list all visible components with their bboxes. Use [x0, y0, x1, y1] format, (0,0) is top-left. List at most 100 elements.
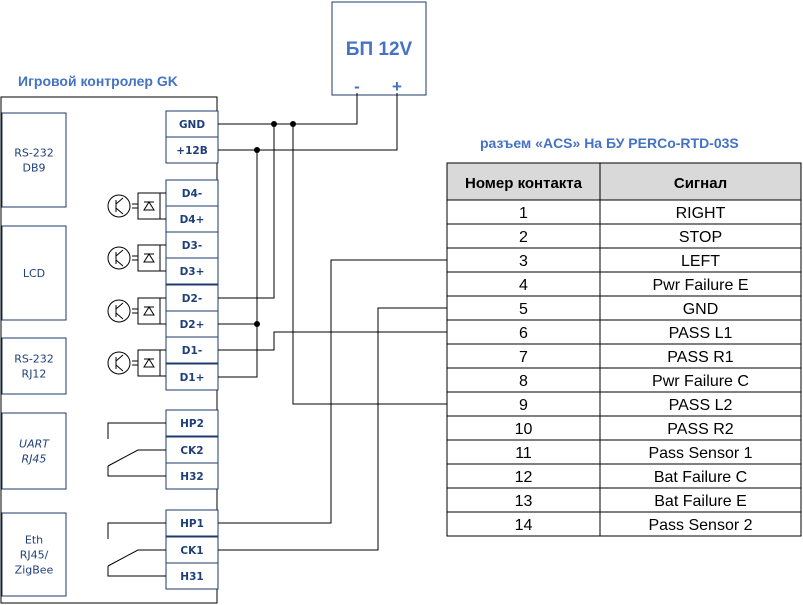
module-eth-box — [1, 512, 67, 597]
table-cell-signal-bg — [599, 271, 802, 297]
table-cell-number: 11 — [515, 445, 532, 462]
terminal-1-label: +12B — [176, 145, 207, 157]
table-cell-signal: Bat Failure C — [654, 469, 747, 486]
table-row: 7 PASS R1 — [446, 343, 802, 369]
relay-switch-icon — [107, 549, 166, 567]
junction-dot — [290, 121, 296, 127]
table-cell-signal-bg — [599, 463, 802, 489]
table-cell-number-bg — [446, 463, 601, 489]
terminal-12-label: H32 — [180, 471, 203, 483]
power-supply-block: БП 12V - + — [331, 1, 427, 96]
table-cell-signal-bg — [599, 391, 802, 417]
table-row: 6 PASS L1 — [446, 319, 802, 345]
wire-gnd-psu — [218, 93, 358, 125]
module-lcd-box — [1, 225, 67, 321]
terminal-5-label: D3+ — [180, 266, 205, 278]
table-cell-signal-bg — [599, 199, 802, 225]
table-cell-signal-bg — [599, 319, 802, 345]
transistor-collector — [115, 302, 124, 310]
diode-icon — [143, 358, 155, 368]
wires — [218, 93, 447, 551]
phototransistor-icon — [107, 351, 131, 375]
relay-switch-icon — [107, 449, 166, 467]
controller-components — [107, 192, 166, 577]
wire-gnd-passl2 — [292, 124, 447, 405]
table-cell-number: 6 — [519, 325, 528, 342]
table-cell-signal: PASS L1 — [669, 325, 733, 342]
phototransistor-icon — [107, 194, 131, 218]
wire-ck1-gnd — [218, 307, 447, 551]
table-cell-number-bg — [446, 271, 601, 297]
table-cell-number: 8 — [519, 373, 528, 390]
table-cell-number: 2 — [519, 229, 528, 246]
table-cell-number-bg — [446, 343, 601, 369]
phototransistor-icon — [107, 246, 131, 270]
terminal-4-box — [165, 231, 219, 259]
relay-contact-1 — [107, 522, 166, 577]
table-cell-signal: Pwr Failure E — [652, 277, 748, 294]
table-cell-signal-bg — [599, 487, 802, 513]
controller-title: Игровой контролер GK — [18, 73, 178, 89]
diode-icon — [143, 306, 155, 316]
table-cell-number-bg — [446, 295, 601, 321]
module-uart-label-1: RJ45 — [22, 453, 47, 466]
controller-modules: RS-232DB9LCDRS-232RJ12UARTRJ45EthRJ45/Zi… — [1, 112, 67, 597]
terminal-8-label: D1- — [182, 345, 202, 357]
table-header-contact: Номер контакта — [465, 175, 583, 192]
table-row: 2 STOP — [446, 223, 802, 249]
terminal-10-box — [165, 409, 219, 437]
module-uart-box — [1, 412, 67, 490]
terminal-12-box — [165, 462, 219, 490]
relay-lead-no — [107, 566, 166, 577]
terminal-14-label: CK1 — [180, 545, 203, 557]
transistor-emitter — [115, 312, 124, 320]
diode-icon — [143, 253, 155, 263]
wire-12v-psu — [218, 93, 398, 151]
optocoupler-2 — [107, 297, 166, 325]
transistor-collector — [115, 249, 124, 257]
wire-d2minus-gnd — [218, 124, 275, 299]
module-lcd-label-0: LCD — [23, 267, 45, 280]
module-uart-label-0: UART — [19, 438, 50, 451]
power-supply-minus-label: - — [354, 77, 360, 96]
transistor-collector — [115, 354, 124, 362]
table-cell-number-bg — [446, 511, 601, 537]
module-rs232db9-label-0: RS-232 — [14, 147, 54, 160]
table-cell-signal: Pass Sensor 2 — [648, 517, 752, 534]
optocoupler-3 — [107, 244, 166, 272]
relay-lead-nc — [107, 422, 166, 439]
module-rs232db9-box — [1, 112, 67, 208]
terminal-7-label: D2+ — [180, 319, 205, 331]
module-eth-label-2: ZigBee — [15, 564, 54, 577]
table-cell-signal: Pwr Failure C — [652, 373, 749, 390]
diode-icon — [143, 201, 155, 211]
optocoupler-4 — [107, 192, 166, 220]
table-cell-signal: STOP — [679, 229, 722, 246]
table-cell-number-bg — [446, 439, 601, 465]
table-cell-signal: LEFT — [681, 253, 720, 270]
table-cell-signal: PASS R1 — [667, 349, 734, 366]
table-cell-number: 7 — [519, 349, 528, 366]
table-cell-number-bg — [446, 391, 601, 417]
table-header-signal: Сигнал — [674, 175, 727, 192]
relay-lead-nc — [107, 522, 166, 539]
terminal-9-label: D1+ — [180, 372, 205, 384]
table-row: 14 Pass Sensor 2 — [446, 511, 802, 537]
table-cell-number: 14 — [515, 517, 533, 534]
terminal-0-label: GND — [179, 119, 205, 131]
wire-d1minus-passl1 — [218, 331, 447, 351]
table-header-cell-1 — [599, 162, 802, 201]
terminal-2-label: D4- — [182, 188, 202, 200]
transistor-emitter — [115, 364, 124, 372]
table-cell-signal-bg — [599, 439, 802, 465]
table-cell-number: 9 — [519, 397, 528, 414]
table-cell-number-bg — [446, 223, 601, 249]
table-cell-signal-bg — [599, 511, 802, 537]
